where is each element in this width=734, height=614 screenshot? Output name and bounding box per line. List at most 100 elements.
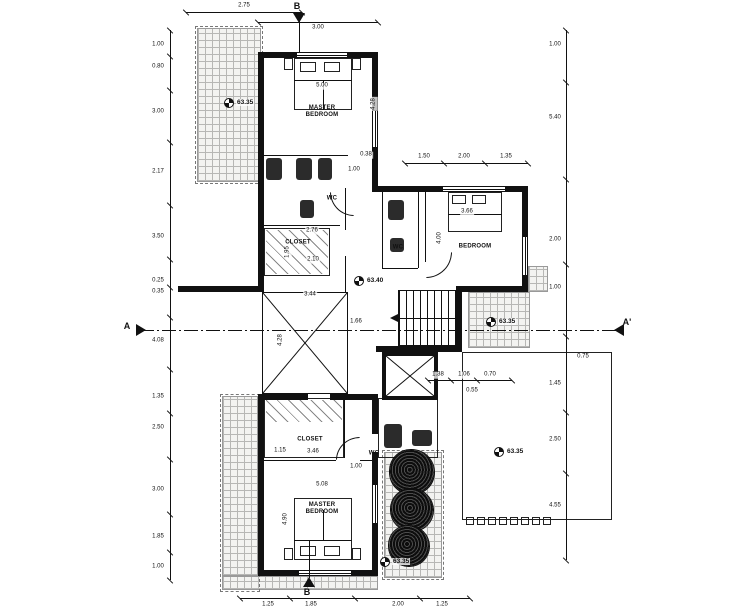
wall-line: [345, 256, 346, 292]
level-text: 63.35: [506, 448, 525, 455]
wall: [330, 394, 378, 400]
wall-line: [262, 155, 348, 156]
wall-line: [323, 510, 324, 540]
outline-rect: [521, 517, 529, 525]
wall: [372, 52, 378, 110]
room-label: WC: [392, 244, 404, 251]
room-label: MASTER BEDROOM: [305, 104, 339, 118]
dim-label: 2.17: [151, 168, 165, 176]
terrace-hatch: [528, 266, 548, 292]
wall: [506, 186, 528, 192]
dim-label: 1.25: [261, 601, 275, 609]
dim-label: 1.00: [151, 41, 165, 49]
tree: [390, 450, 434, 494]
dim-text: 1.00: [347, 166, 361, 174]
outline-rect: [284, 58, 293, 70]
plumbing-fixture: [318, 158, 332, 180]
wall: [372, 452, 378, 484]
wall: [372, 524, 378, 576]
wall-line: [309, 540, 310, 578]
outline-rect: [532, 517, 540, 525]
wall: [456, 286, 462, 352]
outline-rect: [294, 498, 352, 560]
section-arrow: [136, 324, 146, 336]
wall-line: [425, 192, 426, 262]
room-label: CLOSET: [297, 436, 323, 443]
level-marker: [224, 98, 234, 108]
section-letter: A': [622, 317, 632, 327]
dim-text: 2.76: [305, 227, 319, 235]
dim-text: 4.28: [277, 333, 285, 347]
outline-rect: [300, 62, 316, 72]
room-label: BEDROOM: [458, 243, 492, 250]
dim-label: 1.45: [548, 380, 562, 388]
outline-rect: [352, 58, 361, 70]
section-arrow: [303, 577, 315, 587]
dim-chain: [566, 30, 567, 560]
outline-rect: [510, 517, 518, 525]
level-marker: [494, 447, 504, 457]
dim-label: 1.00: [151, 563, 165, 571]
dim-label: 2.00: [391, 601, 405, 609]
dim-label: 3.00: [151, 108, 165, 116]
dim-label: 4.55: [548, 502, 562, 510]
terrace-hatch: [222, 576, 378, 590]
outline-rect: [543, 517, 551, 525]
outline-rect: [452, 195, 466, 204]
wall: [522, 186, 528, 236]
dim-label: 0.25: [151, 277, 165, 285]
dim-text: 1.00: [349, 463, 363, 471]
wall: [372, 186, 442, 192]
outline-rect: [448, 192, 502, 232]
wall: [258, 394, 308, 400]
level-text: 63.40: [366, 277, 385, 284]
dim-label: 0.70: [483, 371, 497, 379]
dim-label: 0.80: [151, 63, 165, 71]
dim-label: 1.38: [431, 371, 445, 379]
dim-label: 1.35: [151, 393, 165, 401]
plumbing-fixture: [390, 238, 404, 252]
door-arc: [426, 252, 452, 278]
dim-label: 3.50: [151, 233, 165, 241]
outline-rect: [488, 517, 496, 525]
dim-label: 1.25: [435, 601, 449, 609]
dim-text: 5.00: [315, 82, 329, 90]
outline-rect: [352, 548, 361, 560]
outline-rect: [499, 517, 507, 525]
dim-text: 1.15: [273, 447, 287, 455]
dim-text: 4.00: [436, 231, 444, 245]
wall: [258, 394, 264, 576]
outline-rect: [462, 352, 612, 520]
dim-label: 1.00: [548, 284, 562, 292]
closet-slashes: [266, 400, 342, 422]
dim-label: 1.85: [304, 601, 318, 609]
dim-label: 2.50: [151, 424, 165, 432]
dim-label: 2.00: [457, 153, 471, 161]
wall: [348, 52, 378, 58]
dim-text: 4.28: [370, 97, 378, 111]
plumbing-fixture: [266, 158, 282, 180]
dim-label: 1.85: [151, 533, 165, 541]
window: [298, 570, 352, 576]
wall-line: [344, 398, 345, 458]
wall: [258, 570, 298, 576]
room-label: MASTER BEDROOM: [305, 501, 339, 515]
outline-rect: [466, 517, 474, 525]
outline-rect: [477, 517, 485, 525]
section-letter: B: [293, 1, 301, 11]
room-label: CLOSET: [285, 239, 311, 246]
dim-label: 3.00: [151, 486, 165, 494]
dim-chain: [428, 380, 512, 381]
dim-label: 2.75: [237, 2, 251, 10]
level-text: 63.35: [392, 558, 411, 565]
dim-label: 1.50: [417, 153, 431, 161]
wall-line: [323, 80, 324, 110]
window: [522, 236, 528, 276]
stairs-arrow: [390, 314, 398, 322]
plumbing-fixture: [300, 200, 314, 218]
dim-text: 0.75: [576, 353, 590, 361]
level-text: 63.35: [498, 318, 517, 325]
wall: [258, 52, 296, 58]
plumbing-fixture: [412, 430, 432, 446]
wall-line: [448, 214, 502, 215]
